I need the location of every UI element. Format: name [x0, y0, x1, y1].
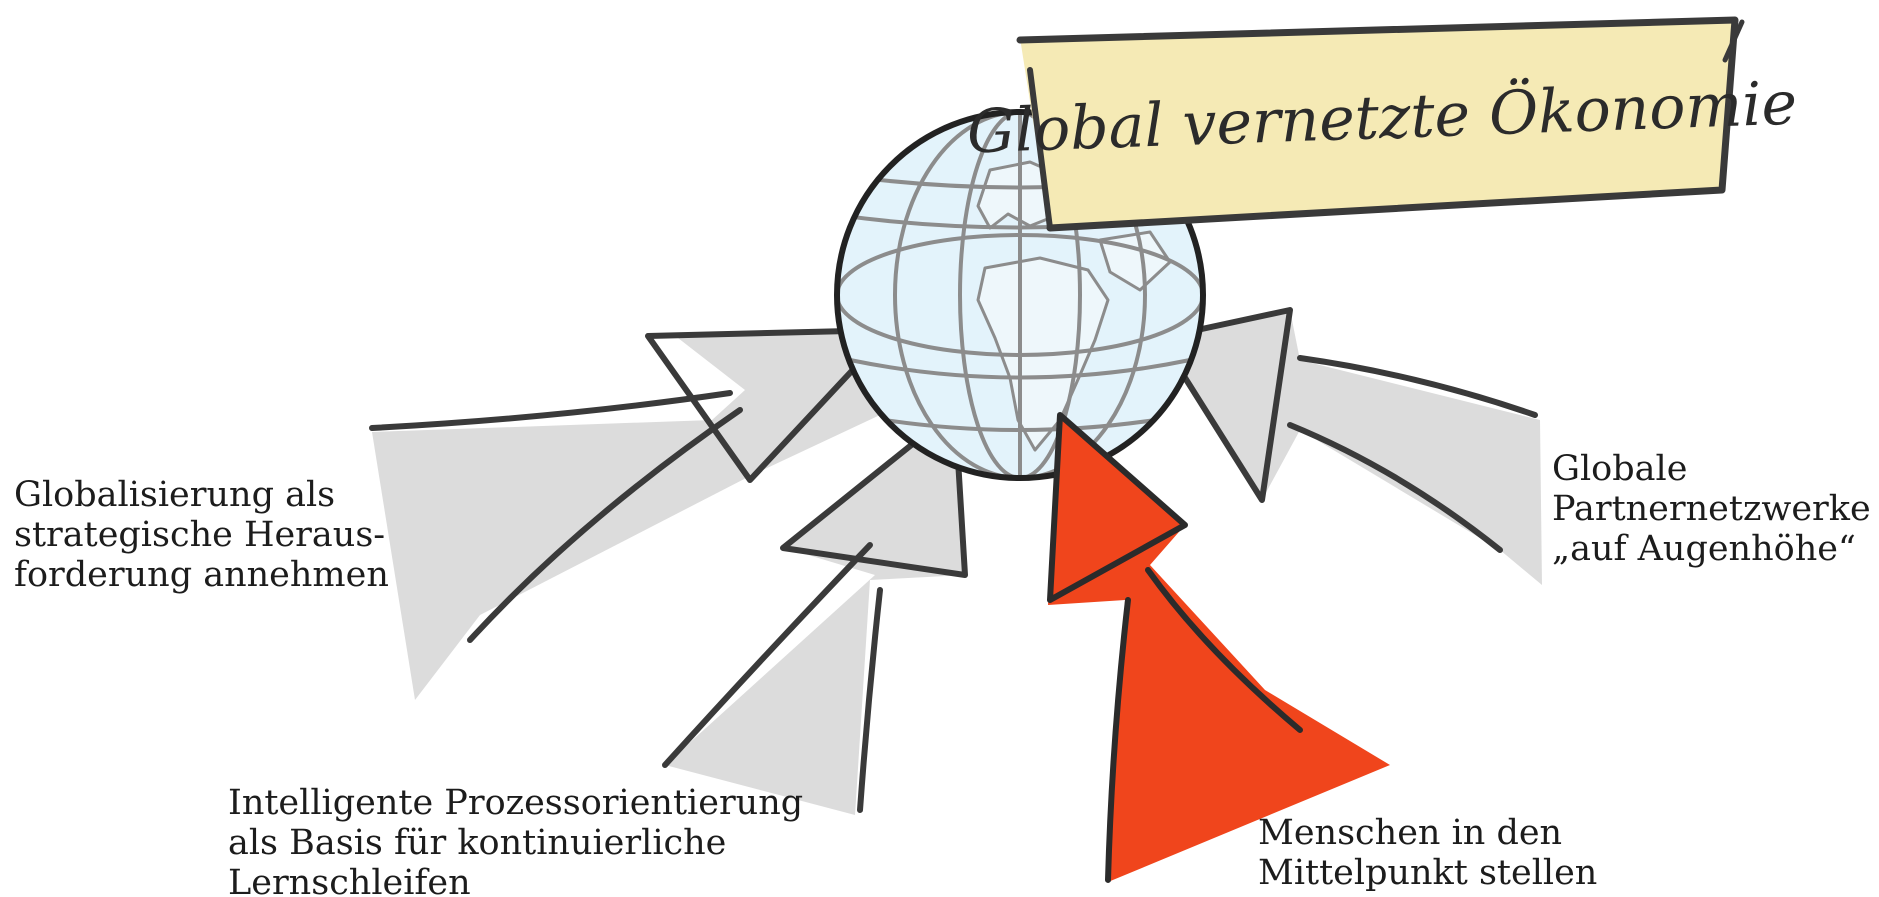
label-prozessorientierung: Intelligente Prozessorientierung als Bas… [228, 783, 803, 897]
arrow-right [1160, 310, 1542, 585]
label-globalisierung: Globalisierung als strategische Heraus- … [14, 475, 389, 595]
label-menschen: Menschen in den Mittelpunkt stellen [1258, 813, 1597, 893]
label-partnernetzwerke: Globale Partnernetzwerke „auf Augenhöhe“ [1552, 449, 1871, 569]
arrow-bottom-right-red [1048, 415, 1390, 882]
title-banner: Global vernetzte Ökonomie [966, 18, 1798, 228]
